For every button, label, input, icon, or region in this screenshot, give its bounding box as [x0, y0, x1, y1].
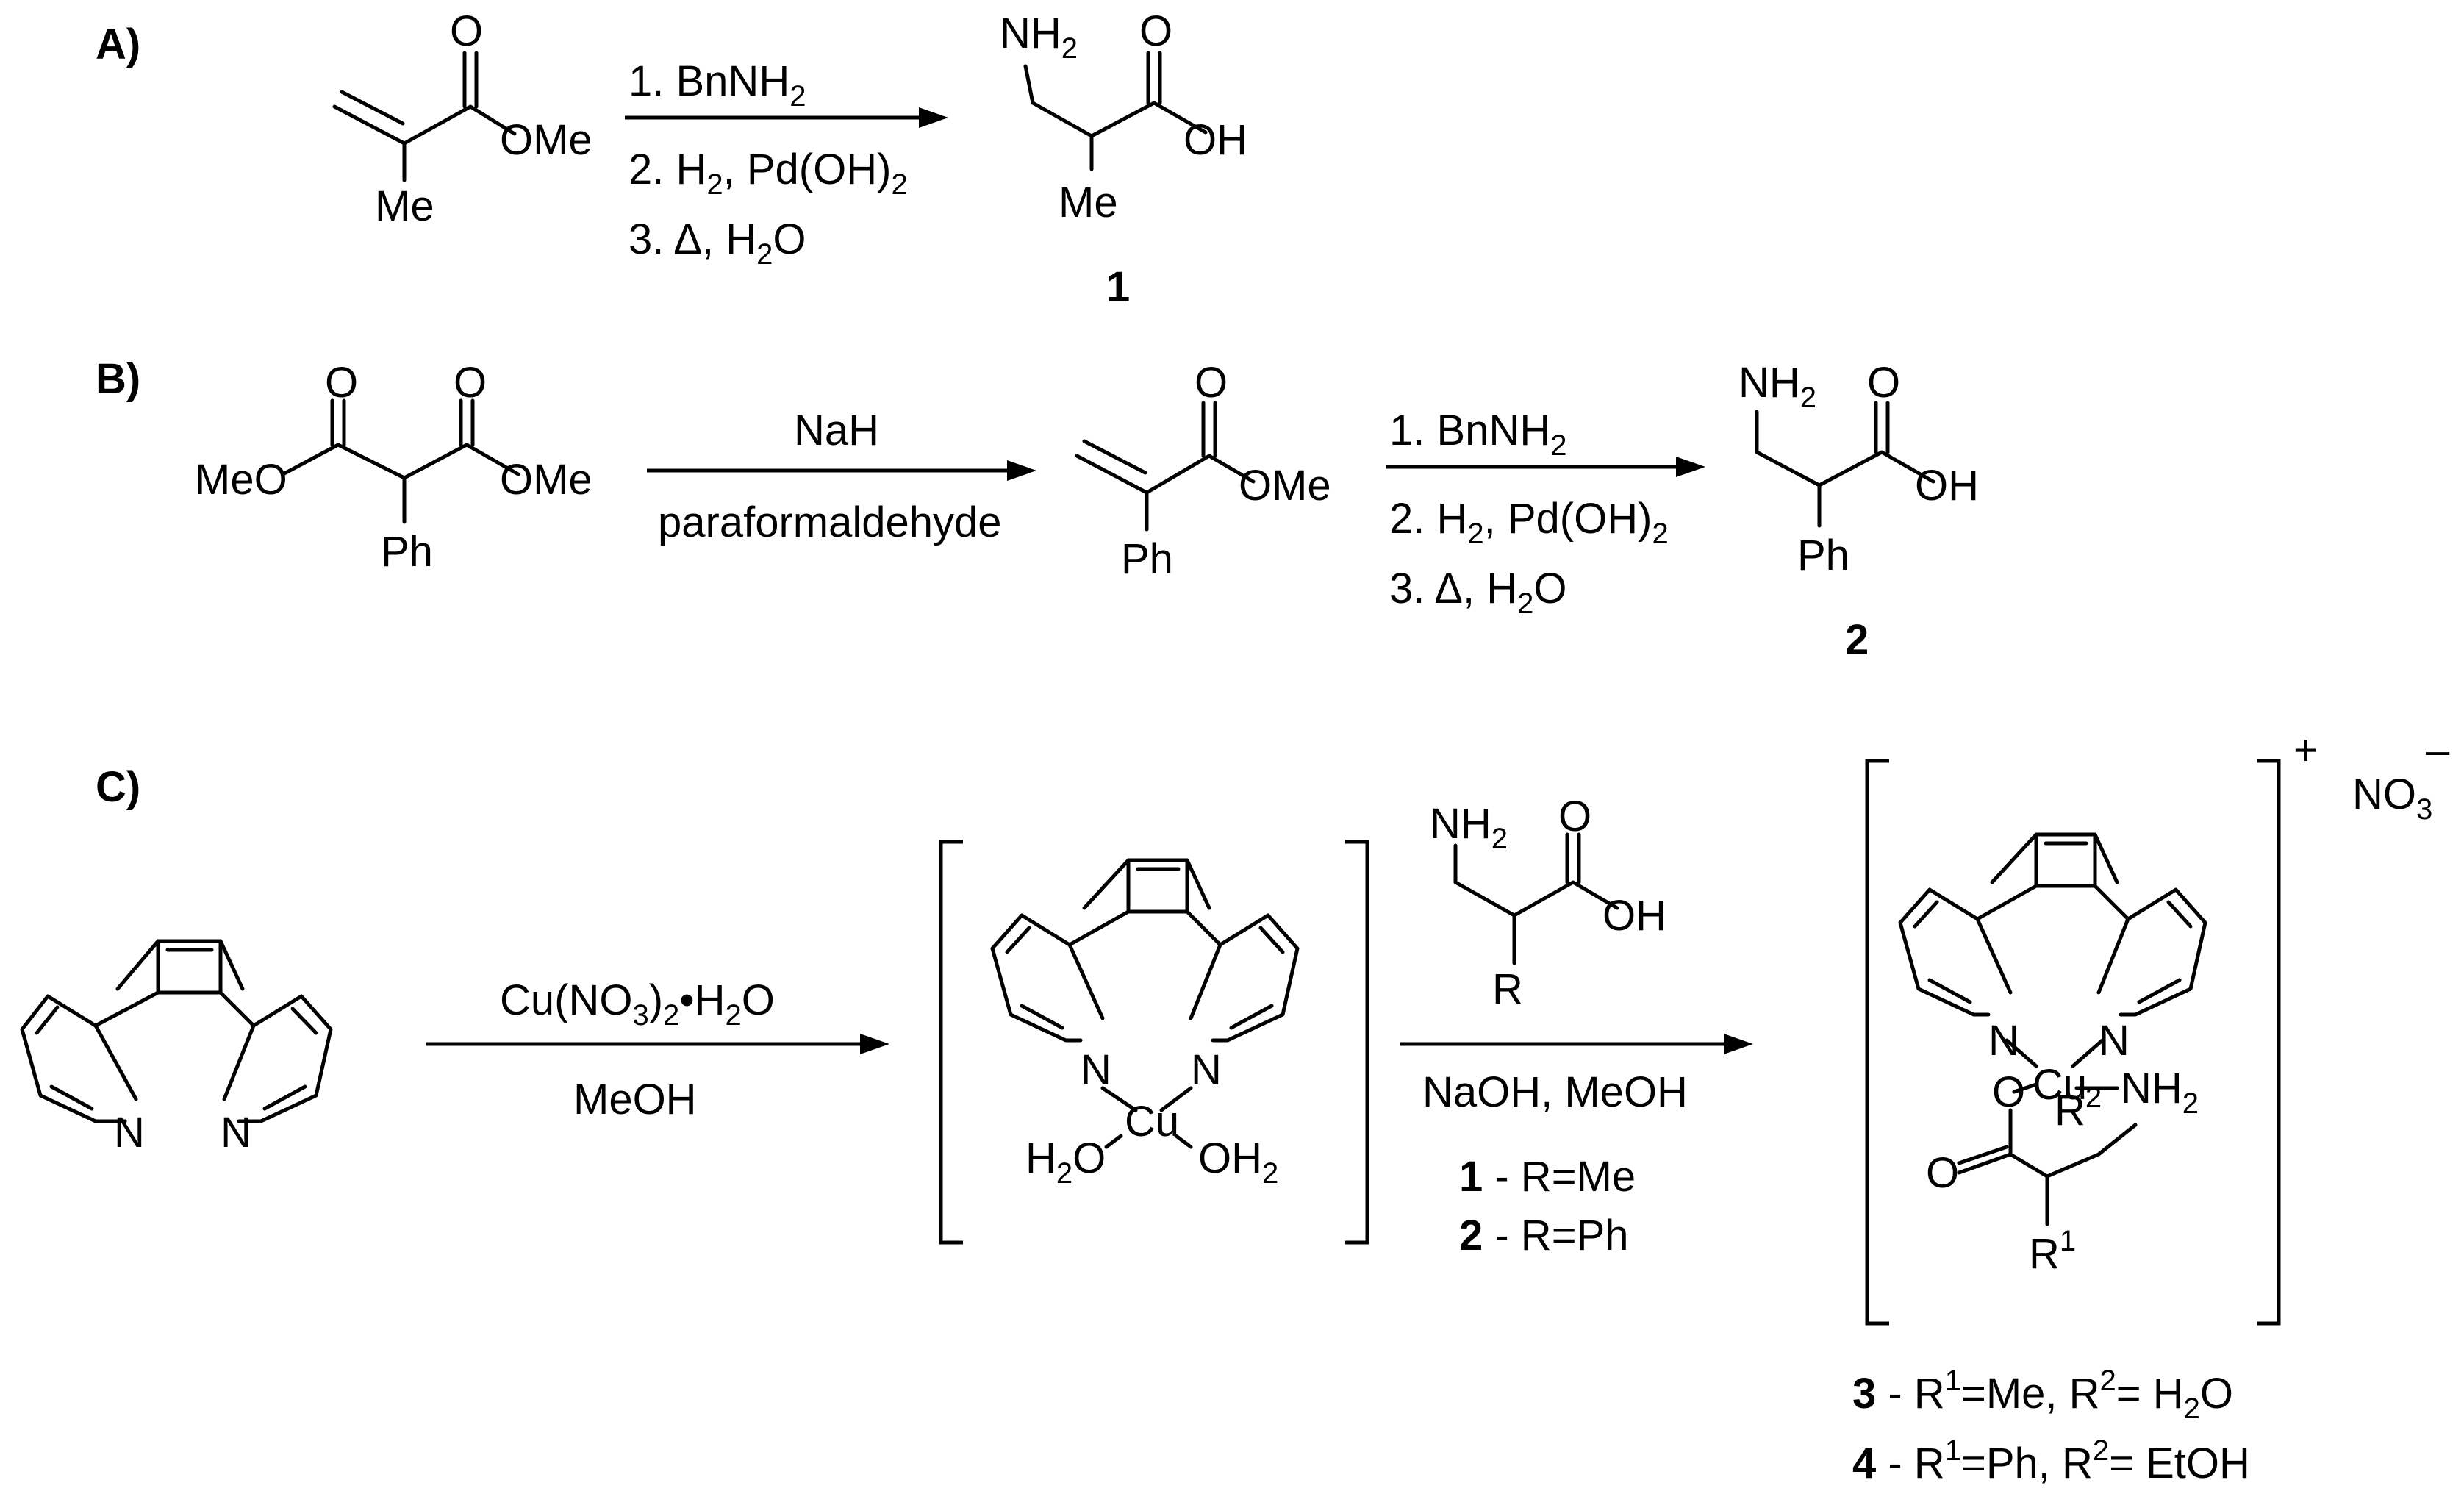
svg-text:OMe: OMe [500, 456, 592, 504]
arrow-c2 [1400, 1034, 1753, 1054]
svg-text:OH2: OH2 [1198, 1134, 1278, 1190]
svg-text:O: O [1139, 7, 1172, 55]
svg-text:2. H2, Pd(OH)2: 2. H2, Pd(OH)2 [1389, 495, 1669, 550]
svg-text:NH2: NH2 [1000, 10, 1078, 65]
dimethyl-phenylmalonate: O O MeO OMe Ph [195, 359, 592, 576]
svg-text:N: N [114, 1109, 145, 1157]
svg-text:Ph: Ph [1121, 535, 1173, 583]
svg-text:Ph: Ph [381, 528, 433, 576]
svg-text:OMe: OMe [1239, 462, 1331, 510]
methyl-me: Me [375, 182, 434, 230]
methyl-atropate: O OMe Ph [1075, 359, 1331, 583]
reagent-meoh: MeOH [573, 1076, 697, 1123]
arrow-b1 [647, 460, 1036, 481]
svg-text:1. BnNH2: 1. BnNH2 [1389, 407, 1566, 462]
svg-text:R: R [1492, 965, 1523, 1013]
legend-r-me: 1 - R=Me [1459, 1153, 1636, 1201]
reagent-copper-nitrate: Cu(NO3)2•H2O [500, 976, 775, 1032]
svg-text:R2: R2 [2055, 1082, 2102, 1134]
amino-acid-r: NH2 O OH R [1430, 793, 1666, 1013]
compound-2: NH2 O OH Ph 2 [1738, 359, 1979, 664]
reagent-naoh-meoh: NaOH, MeOH [1422, 1068, 1688, 1116]
svg-text:NH2: NH2 [2121, 1065, 2199, 1120]
svg-text:O: O [325, 359, 358, 407]
svg-text:O: O [1558, 793, 1591, 840]
charge-plus: + [2293, 726, 2318, 774]
compound-2-label: 2 [1845, 616, 1869, 664]
svg-text:NH2: NH2 [1430, 800, 1508, 855]
phenanthroline: N N [20, 939, 333, 1157]
svg-text:N: N [2099, 1017, 2130, 1065]
panel-label-a: A) [96, 21, 140, 68]
svg-text:H2O: H2O [1025, 1134, 1106, 1190]
svg-text:OH: OH [1602, 892, 1666, 940]
svg-text:O: O [1195, 359, 1228, 407]
arrow-a [625, 107, 948, 128]
svg-text:O: O [1992, 1068, 2025, 1116]
svg-text:NH2: NH2 [1738, 359, 1816, 414]
reagents-a: 1. BnNH2 2. H2, Pd(OH)2 3. Δ, H2O [628, 57, 908, 271]
compound-1-label: 1 [1106, 263, 1130, 311]
svg-text:Cu: Cu [2033, 1061, 2087, 1109]
svg-text:OH: OH [1183, 116, 1247, 164]
svg-text:3. Δ, H2O: 3. Δ, H2O [1389, 565, 1567, 620]
svg-text:R1: R1 [2029, 1225, 2076, 1278]
svg-text:Ph: Ph [1797, 532, 1849, 579]
panel-label-c: C) [96, 763, 140, 811]
svg-text:1. BnNH2: 1. BnNH2 [628, 57, 806, 112]
svg-text:3. Δ, H2O: 3. Δ, H2O [628, 215, 806, 271]
reagents-b2: 1. BnNH2 2. H2, Pd(OH)2 3. Δ, H2O [1389, 407, 1669, 620]
arrow-b2 [1386, 457, 1705, 477]
reagent-nah: NaH [794, 407, 879, 454]
ester-ome: OMe [500, 116, 592, 164]
svg-text:Cu: Cu [1125, 1098, 1179, 1145]
reagent-paraformaldehyde: paraformaldehyde [658, 498, 1002, 546]
svg-text:OH: OH [1915, 462, 1979, 510]
product-legend-4: 4 - R1=Ph, R2= EtOH [1852, 1434, 2250, 1487]
svg-text:N: N [1081, 1046, 1111, 1094]
product-bracket [1865, 759, 2281, 1326]
charge-minus: – [2426, 726, 2450, 774]
compound-1: NH2 O OH Me 1 [1000, 7, 1247, 311]
svg-text:N: N [1988, 1017, 2019, 1065]
svg-text:Me: Me [1059, 179, 1118, 226]
svg-text:N: N [1191, 1046, 1222, 1094]
svg-text:O: O [1926, 1149, 1959, 1197]
methyl-methacrylate: O OMe Me [332, 7, 592, 230]
phen-cu-aqua-complex: N N Cu H2O OH2 [990, 858, 1300, 1190]
svg-text:2. H2, Pd(OH)2: 2. H2, Pd(OH)2 [628, 146, 908, 201]
panel-label-b: B) [96, 355, 140, 403]
svg-text:O: O [1867, 359, 1900, 407]
svg-text:O: O [454, 359, 487, 407]
legend-r-ph: 2 - R=Ph [1459, 1212, 1629, 1259]
svg-text:MeO: MeO [195, 456, 287, 504]
intermediate-bracket [939, 840, 1369, 1245]
product-legend-3: 3 - R1=Me, R2= H2O [1852, 1365, 2233, 1425]
arrow-c1 [426, 1034, 889, 1054]
nitrate-anion: NO3 [2352, 771, 2432, 826]
carbonyl-o: O [450, 7, 483, 55]
cu-complex-product: N N Cu O O NH2 R2 R1 [1898, 832, 2207, 1278]
svg-text:N: N [221, 1109, 251, 1157]
